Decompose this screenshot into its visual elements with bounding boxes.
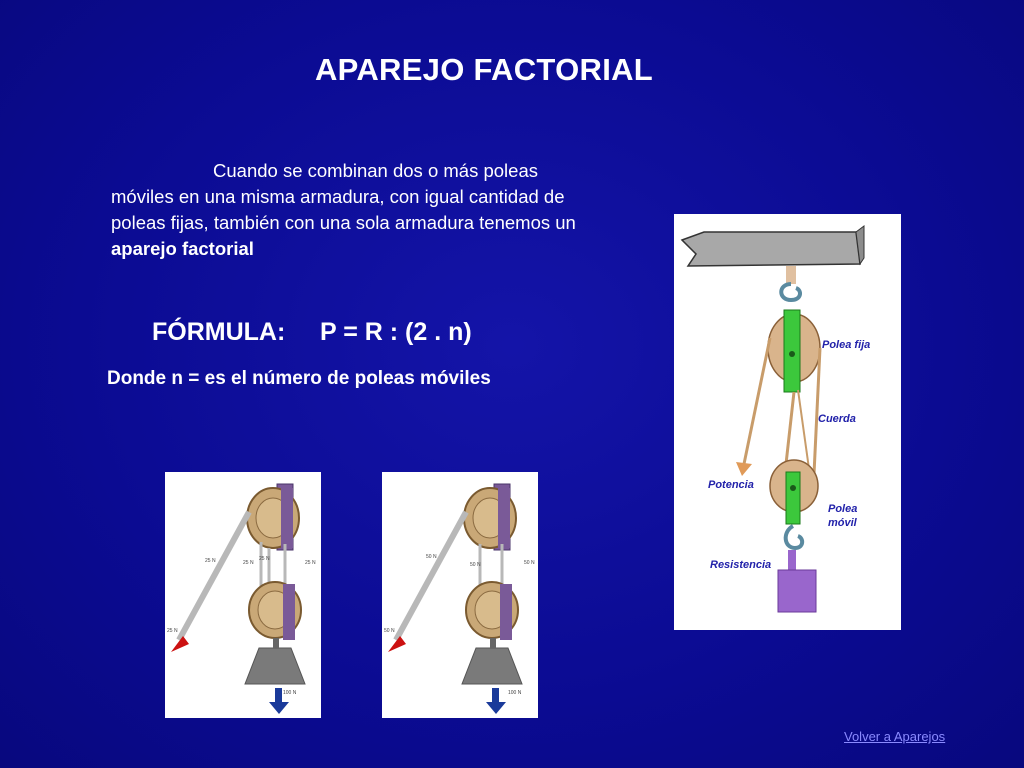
description-text: Cuando se combinan dos o más poleas móvi… [111, 160, 576, 233]
label-movable-1: Polea [828, 503, 857, 515]
formula-expression: P = R : (2 . n) [320, 318, 472, 346]
force-label: 25 N [205, 558, 216, 564]
formula-line: FÓRMULA: P = R : (2 . n) [152, 318, 472, 347]
force-label: 25 N [259, 556, 270, 562]
description-bold-term: aparejo factorial [111, 238, 254, 259]
force-label: 25 N [243, 560, 254, 566]
force-label: 25 N [305, 560, 316, 566]
force-label: 50 N [470, 562, 481, 568]
force-label: 25 N [167, 628, 178, 634]
formula-label: FÓRMULA: [152, 318, 286, 346]
pulley-diagram-25n: 25 N 25 N 25 N 25 N 25 N 100 N [165, 472, 321, 718]
description-paragraph: Cuando se combinan dos o más poleas móvi… [111, 158, 591, 262]
label-resistance: Resistencia [710, 559, 771, 571]
load-label: 100 N [283, 690, 297, 696]
label-rope: Cuerda [818, 413, 856, 425]
force-label: 50 N [524, 560, 535, 566]
back-to-aparejos-link[interactable]: Volver a Aparejos [844, 729, 946, 744]
page-title: APAREJO FACTORIAL [314, 52, 654, 87]
factorial-pulley-diagram: Polea fija Cuerda Potencia Polea móvil R… [674, 214, 901, 630]
label-effort: Potencia [708, 479, 754, 491]
label-fixed-pulley: Polea fija [822, 339, 870, 351]
formula-explanation: Donde n = es el número de poleas móviles [107, 368, 491, 389]
force-label: 50 N [426, 554, 437, 560]
pulley-diagram-50n: 50 N 50 N 50 N 50 N 100 N [382, 472, 538, 718]
force-label: 50 N [384, 628, 395, 634]
load-label: 100 N [508, 690, 522, 696]
label-movable-2: móvil [828, 517, 858, 529]
